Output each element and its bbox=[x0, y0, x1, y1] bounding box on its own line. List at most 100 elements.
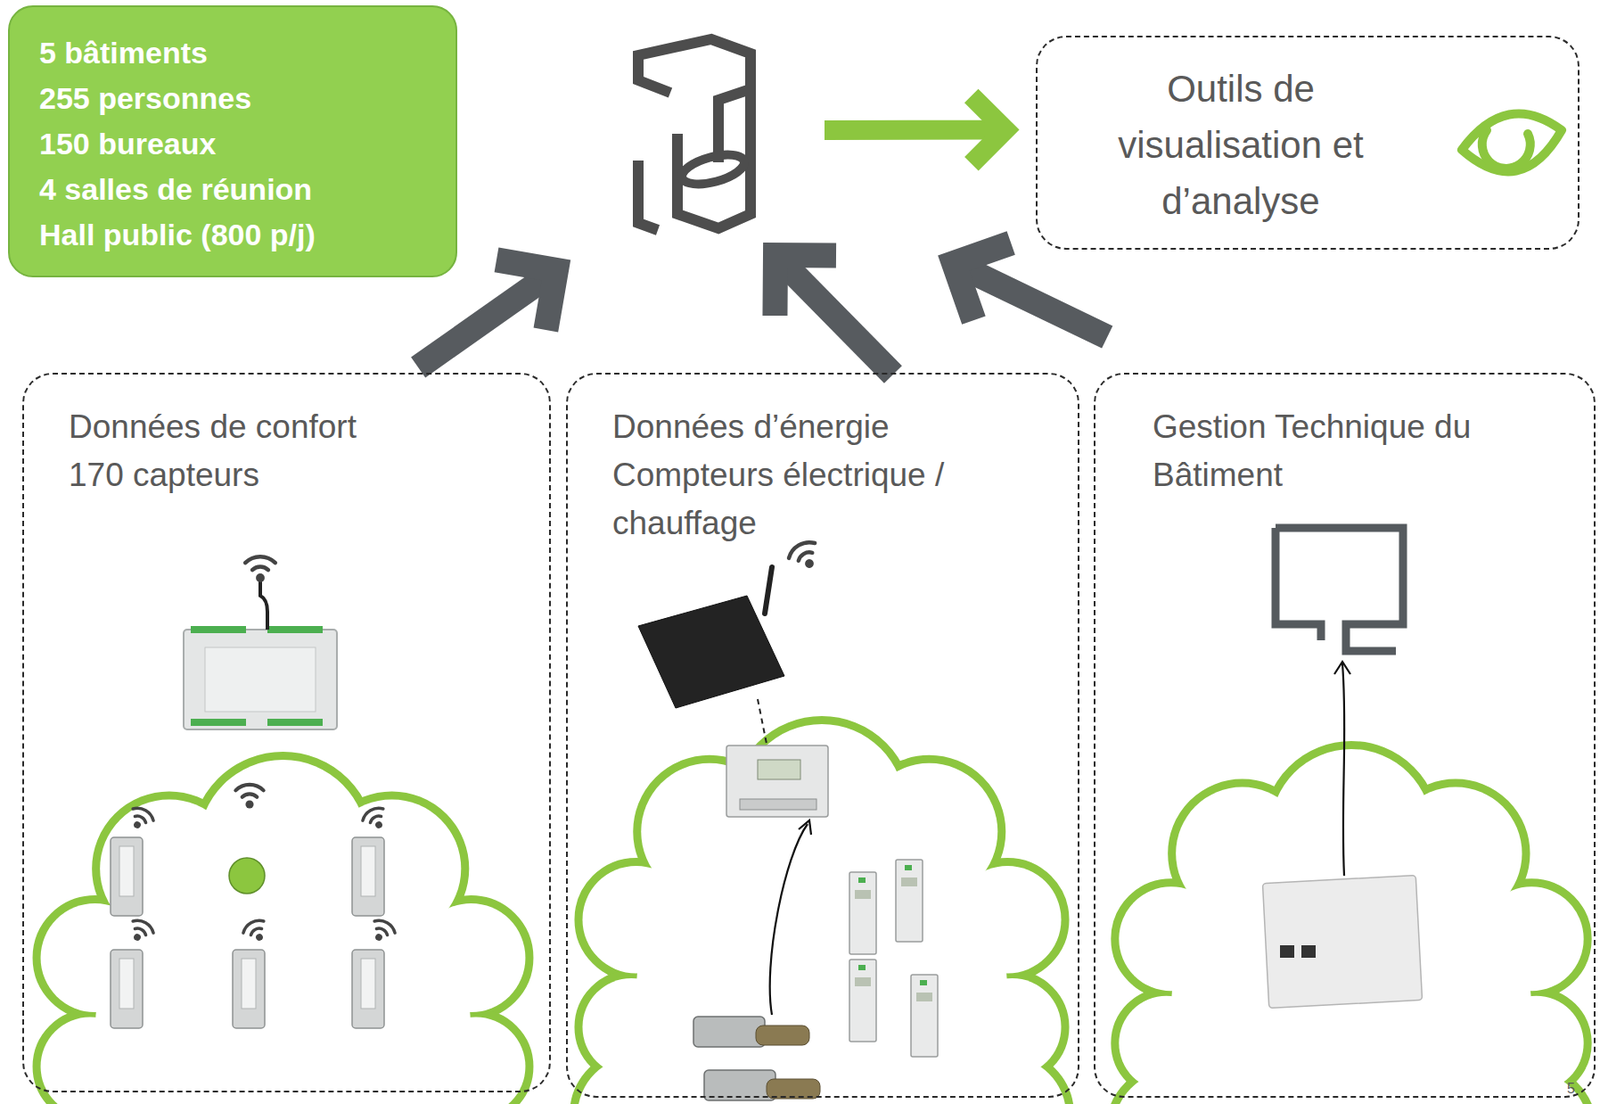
logo-ellipse bbox=[679, 148, 748, 190]
wire-arrowhead bbox=[1334, 661, 1351, 674]
wifi-wave bbox=[240, 916, 264, 933]
summary-box: 5 bâtiments255 personnes150 bureaux4 sal… bbox=[8, 5, 458, 278]
din-meter bbox=[849, 871, 877, 954]
wifi-symbol bbox=[125, 804, 156, 834]
cloud-stroke bbox=[35, 759, 531, 1104]
din-meter bbox=[849, 959, 877, 1042]
gateway-device bbox=[183, 629, 337, 730]
panel-text: Gestion Technique du Bâtiment bbox=[1152, 402, 1545, 500]
wifi-wave bbox=[235, 784, 263, 790]
din-mark bbox=[858, 964, 866, 970]
cloud-fill bbox=[35, 759, 531, 1104]
wifi-dot bbox=[254, 932, 265, 943]
meter-pipe bbox=[766, 1078, 821, 1099]
summary-line: 4 salles de réunion bbox=[39, 166, 442, 213]
sensor-window bbox=[119, 958, 134, 1009]
comfort-sensor bbox=[232, 949, 265, 1028]
din-mark bbox=[858, 877, 866, 883]
arrow-head bbox=[496, 259, 557, 330]
wifi-symbol bbox=[235, 784, 263, 809]
summary-line: Hall public (800 p/j) bbox=[39, 212, 442, 258]
eye-pupil bbox=[1482, 130, 1531, 169]
logo-stroke bbox=[638, 160, 658, 230]
output-box: Outils de visualisation et d’analyse bbox=[1035, 35, 1580, 250]
wifi-wave bbox=[374, 916, 398, 933]
cloud-outline bbox=[35, 759, 531, 1104]
hub-platform bbox=[623, 32, 767, 241]
source-panel: Données d’énergieCompteurs électrique / … bbox=[566, 372, 1080, 1098]
summary-line: 255 personnes bbox=[39, 75, 442, 122]
comfort-sensor bbox=[110, 836, 143, 916]
wifi-symbol bbox=[360, 804, 391, 834]
sensor-window bbox=[361, 958, 376, 1009]
controller-port bbox=[1280, 944, 1295, 958]
arrow-head bbox=[953, 243, 1011, 321]
box-label: Outils de visualisation et d’analyse bbox=[1079, 60, 1403, 230]
flow-arrow bbox=[824, 95, 1006, 164]
wire-arrowhead bbox=[798, 820, 812, 835]
wifi-dot bbox=[245, 799, 254, 808]
comfort-sensor bbox=[352, 949, 385, 1028]
antenna bbox=[764, 566, 772, 614]
sensor-window bbox=[241, 958, 256, 1009]
cloud-fill bbox=[1114, 748, 1589, 1104]
cloud-fill bbox=[577, 723, 1067, 1104]
coordinator-dot bbox=[229, 857, 265, 894]
wifi-symbol bbox=[786, 537, 825, 575]
summary-line: 150 bureaux bbox=[39, 121, 442, 167]
cloud-bump bbox=[283, 1031, 482, 1104]
eye-outline bbox=[1461, 113, 1562, 172]
wifi-wave bbox=[796, 549, 813, 561]
wifi-dot bbox=[132, 820, 143, 830]
cloud-outline bbox=[1114, 748, 1589, 1104]
source-panel: Gestion Technique du Bâtiment bbox=[1093, 372, 1596, 1098]
energy-meter bbox=[726, 745, 829, 817]
gateway-face bbox=[205, 647, 316, 712]
wifi-symbol bbox=[367, 916, 398, 946]
din-meter bbox=[895, 859, 923, 942]
meter-pipe bbox=[755, 1025, 810, 1045]
flow-arrow bbox=[953, 243, 1108, 337]
din-display bbox=[854, 889, 871, 899]
wifi-symbol bbox=[125, 916, 156, 946]
wifi-wave bbox=[369, 813, 382, 823]
wifi-wave bbox=[132, 916, 156, 933]
din-mark bbox=[919, 979, 928, 985]
eye-icon bbox=[1461, 113, 1562, 172]
antenna bbox=[260, 581, 268, 630]
terminal-strip bbox=[267, 625, 323, 633]
terminal-strip bbox=[190, 625, 247, 633]
wifi-symbol bbox=[245, 556, 276, 583]
logo-stroke bbox=[638, 39, 751, 163]
source-panel: Données de confort170 capteurs bbox=[22, 372, 551, 1092]
wifi-wave bbox=[360, 804, 384, 821]
arrow-shaft bbox=[418, 278, 544, 368]
wifi-symbol bbox=[240, 916, 271, 946]
wifi-wave bbox=[249, 926, 263, 936]
din-display bbox=[916, 992, 933, 1002]
signal-wire bbox=[1342, 663, 1345, 876]
din-display bbox=[901, 877, 918, 887]
comfort-sensor bbox=[352, 836, 385, 916]
wifi-dot bbox=[803, 557, 815, 569]
logo-stroke bbox=[677, 89, 751, 229]
wifi-wave bbox=[376, 926, 389, 936]
arrow-shaft bbox=[967, 269, 1108, 337]
cloud-outline bbox=[577, 723, 1067, 1104]
din-mark bbox=[904, 864, 912, 870]
wifi-wave bbox=[245, 556, 276, 563]
wifi-dot bbox=[132, 932, 143, 943]
cloud-bump bbox=[85, 1031, 284, 1104]
arrow-shaft bbox=[786, 265, 894, 375]
dashed-link bbox=[757, 698, 767, 744]
page-number: 5 bbox=[1567, 1080, 1576, 1097]
controller-device bbox=[1262, 875, 1422, 1009]
heat-meter bbox=[693, 1016, 765, 1047]
flow-arrow bbox=[774, 254, 893, 375]
arrow-head bbox=[971, 95, 1006, 164]
hub-logo bbox=[638, 39, 751, 230]
sensor-window bbox=[361, 845, 376, 896]
wifi-wave bbox=[242, 793, 258, 796]
wifi-dot bbox=[255, 573, 265, 583]
controller-port bbox=[1301, 944, 1316, 958]
